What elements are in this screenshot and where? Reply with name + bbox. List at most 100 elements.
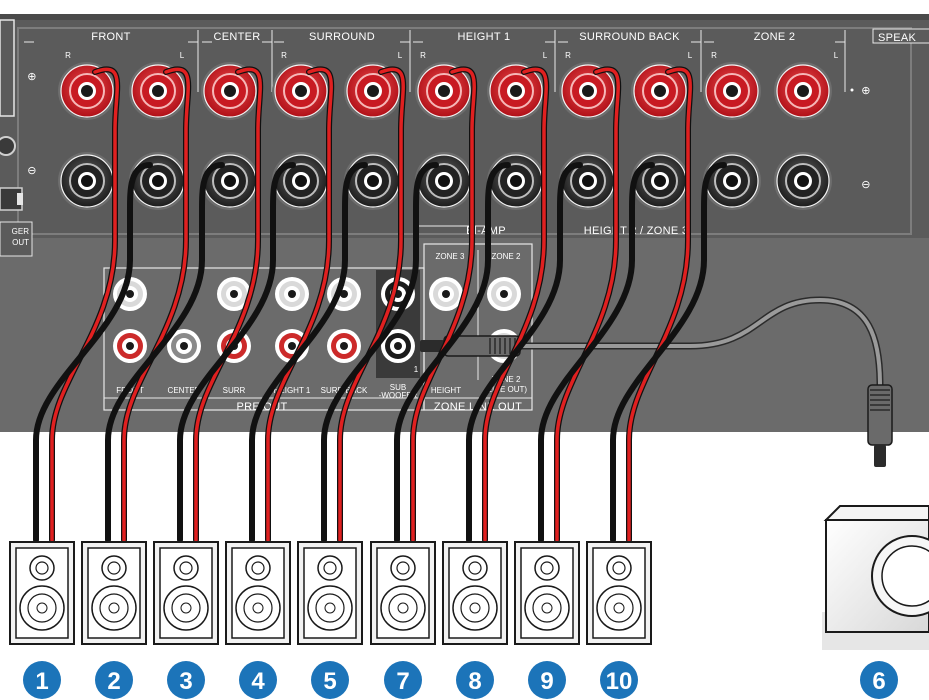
- plus-dot: [850, 88, 854, 92]
- woofer-cap: [469, 602, 481, 614]
- callout-badge: 4: [239, 661, 277, 699]
- cable-red: [411, 67, 476, 542]
- l-marker: L: [688, 51, 693, 60]
- pre-out-panel: [0, 238, 929, 432]
- callout-badge: 1: [23, 661, 61, 699]
- bookshelf-speaker: [514, 541, 580, 645]
- rca-jack-top-pin: [442, 290, 450, 298]
- terminal-recess: [17, 27, 912, 235]
- cable-black: [321, 162, 439, 543]
- cable-red: [483, 67, 548, 542]
- plus-terminal-hole: [438, 85, 450, 97]
- cable-black: [538, 162, 655, 543]
- cable-red: [338, 67, 405, 542]
- rca-jack-bottom-pin: [340, 342, 348, 350]
- cable-red: [266, 67, 333, 542]
- bookshelf-speaker: [225, 541, 291, 645]
- group-header: CENTER: [213, 31, 260, 43]
- bookshelf-speaker: [586, 541, 652, 645]
- r-marker: R: [565, 51, 571, 60]
- minus-terminal-hole: [295, 175, 307, 187]
- callout-badge: 9: [528, 661, 566, 699]
- cable-black: [394, 162, 511, 543]
- tweeter-dome: [107, 561, 121, 575]
- cable-red: [122, 67, 190, 542]
- speaker-cables: [33, 66, 727, 543]
- group-header: ZONE 2: [754, 31, 796, 43]
- woofer-cap: [541, 602, 553, 614]
- subwoofer-jack-1-pin: [394, 342, 402, 350]
- woofer-cap: [324, 602, 336, 614]
- group-header: FRONT: [91, 31, 130, 43]
- zone-height-label: HEIGHT: [431, 386, 461, 395]
- panel-top-shadow: [0, 14, 929, 20]
- plus-terminal-hole: [224, 85, 236, 97]
- callout-number: 1: [35, 668, 48, 695]
- tweeter-dome: [612, 561, 626, 575]
- tweeter-dome: [396, 561, 410, 575]
- bookshelf-speaker: [81, 541, 147, 645]
- speakers: [9, 541, 652, 645]
- callout-badge: 2: [95, 661, 133, 699]
- callout-number: 3: [179, 668, 192, 695]
- callout-number: 6: [872, 668, 885, 695]
- l-marker: L: [834, 51, 839, 60]
- sub-plug-tip: [420, 340, 444, 352]
- callout-circle: [95, 661, 133, 699]
- callout-circle: [600, 661, 638, 699]
- height2-zone3-label: HEIGHT 2 / ZONE 3: [584, 225, 689, 237]
- tweeter-dome: [468, 561, 482, 575]
- zone2-top-label: ZONE 2: [492, 252, 521, 261]
- callout-badge: 10: [600, 661, 638, 699]
- minus-terminal-hole: [81, 175, 93, 187]
- callout-number: 10: [606, 668, 633, 695]
- plus-symbol-right: ⊕: [861, 85, 871, 97]
- minus-terminal-hole: [224, 175, 236, 187]
- minus-terminal-hole: [438, 175, 450, 187]
- subwoofer-label: -WOOFER: [379, 391, 418, 400]
- bookshelf-speaker: [297, 541, 363, 645]
- woofer-cap: [613, 602, 625, 614]
- rca-jack-bottom-pin: [288, 342, 296, 350]
- sub-plug-end: [867, 384, 893, 446]
- rca-jack-top-pin: [230, 290, 238, 298]
- callout-circle: [167, 661, 205, 699]
- pre-out-label: SURR: [223, 386, 246, 395]
- plus-terminal-hole: [152, 85, 164, 97]
- rca-jack-bottom-pin: [126, 342, 134, 350]
- plus-terminal-hole: [654, 85, 666, 97]
- cable-black: [249, 162, 368, 543]
- plus-terminal-hole: [367, 85, 379, 97]
- woofer-cap: [252, 602, 264, 614]
- minus-symbol-right: ⊖: [861, 179, 871, 191]
- cable-black: [466, 162, 583, 543]
- r-marker: R: [420, 51, 426, 60]
- subwoofer: [822, 505, 929, 650]
- corner-label: SPEAK: [878, 32, 917, 44]
- bookshelf-speaker: [153, 541, 219, 645]
- callout-circle: [23, 661, 61, 699]
- plus-terminal-hole: [797, 85, 809, 97]
- cable-red: [555, 67, 620, 542]
- bookshelf-speaker: [370, 541, 436, 645]
- bookshelf-speaker: [442, 541, 508, 645]
- left-jack: [0, 136, 16, 156]
- cable-red: [50, 67, 119, 542]
- cable-red: [194, 67, 262, 542]
- minus-terminal-hole: [367, 175, 379, 187]
- r-marker: R: [65, 51, 71, 60]
- subwoofer-cable: [420, 296, 893, 467]
- callout-number: 2: [107, 668, 120, 695]
- cable-black: [610, 162, 727, 543]
- rca-jack-top-pin: [340, 290, 348, 298]
- rca-jack-top-pin: [126, 290, 134, 298]
- plus-terminal-hole: [81, 85, 93, 97]
- plus-symbol-left: ⊕: [27, 71, 37, 83]
- woofer-cap: [36, 602, 48, 614]
- callout-badge: 8: [456, 661, 494, 699]
